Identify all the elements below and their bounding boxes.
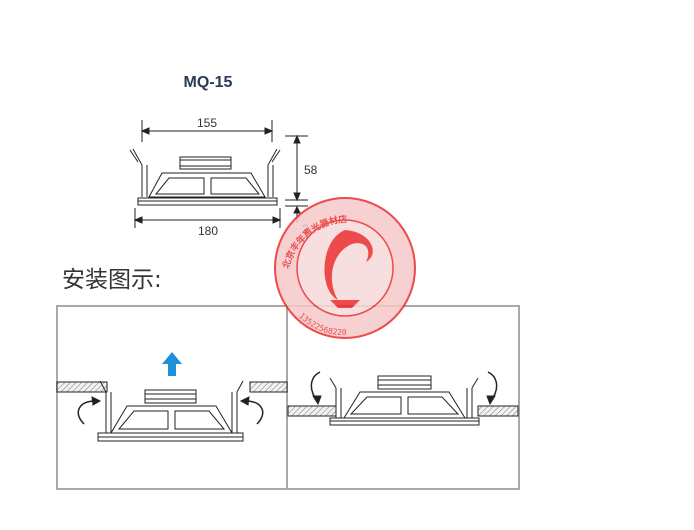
arrow-up-icon (162, 352, 182, 376)
install-step-mounted (287, 371, 519, 426)
install-step-insert (56, 380, 288, 442)
dim-height: 58 (304, 163, 318, 177)
installation-heading: 安装图示: (62, 267, 162, 293)
dim-top-width: 155 (197, 116, 217, 130)
dim-bottom-width: 180 (198, 224, 218, 238)
model-title: MQ-15 (184, 74, 233, 91)
company-stamp: 北京丰年声光器材店 13522568220 (274, 197, 416, 339)
speaker-dimension-drawing (129, 120, 308, 228)
